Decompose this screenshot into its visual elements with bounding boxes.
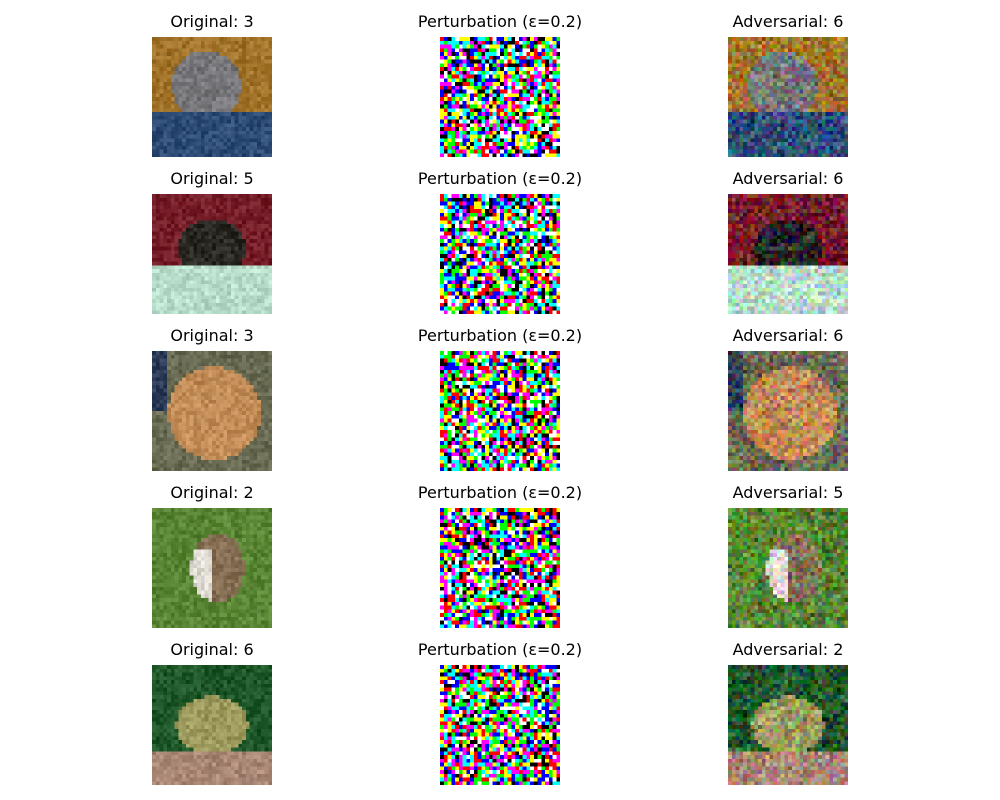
original-title: Original: 3 (170, 326, 254, 345)
original-title: Original: 2 (170, 483, 254, 502)
adversarial-panel: Adversarial: 6 (728, 169, 848, 314)
adversarial-image (728, 665, 848, 785)
perturbation-panel: Perturbation (ε=0.2) (418, 326, 582, 471)
perturbation-panel: Perturbation (ε=0.2) (418, 483, 582, 628)
perturbation-image (440, 508, 560, 628)
adversarial-title: Adversarial: 6 (732, 12, 844, 31)
adversarial-image (728, 508, 848, 628)
perturbation-image (440, 665, 560, 785)
perturbation-title: Perturbation (ε=0.2) (417, 483, 583, 502)
original-image (152, 194, 272, 314)
perturbation-image (440, 194, 560, 314)
adversarial-image (728, 37, 848, 157)
adversarial-panel: Adversarial: 6 (728, 12, 848, 157)
original-panel: Original: 2 (152, 483, 272, 628)
perturbation-title: Perturbation (ε=0.2) (417, 169, 583, 188)
adversarial-title: Adversarial: 6 (732, 169, 844, 188)
perturbation-image (440, 37, 560, 157)
adversarial-title: Adversarial: 2 (732, 640, 844, 659)
perturbation-title: Perturbation (ε=0.2) (417, 326, 583, 345)
original-panel: Original: 6 (152, 640, 272, 785)
original-title: Original: 3 (170, 12, 254, 31)
perturbation-image (440, 351, 560, 471)
adversarial-image (728, 194, 848, 314)
original-image (152, 665, 272, 785)
adversarial-panel: Adversarial: 6 (728, 326, 848, 471)
original-title: Original: 5 (170, 169, 254, 188)
original-image (152, 508, 272, 628)
adversarial-title: Adversarial: 6 (732, 326, 844, 345)
original-panel: Original: 3 (152, 12, 272, 157)
perturbation-title: Perturbation (ε=0.2) (417, 640, 583, 659)
perturbation-panel: Perturbation (ε=0.2) (418, 12, 582, 157)
perturbation-panel: Perturbation (ε=0.2) (418, 640, 582, 785)
perturbation-title: Perturbation (ε=0.2) (417, 12, 583, 31)
original-panel: Original: 5 (152, 169, 272, 314)
adversarial-panel: Adversarial: 2 (728, 640, 848, 785)
adversarial-title: Adversarial: 5 (732, 483, 844, 502)
original-panel: Original: 3 (152, 326, 272, 471)
adversarial-image (728, 351, 848, 471)
original-image (152, 351, 272, 471)
perturbation-panel: Perturbation (ε=0.2) (418, 169, 582, 314)
adversarial-panel: Adversarial: 5 (728, 483, 848, 628)
original-title: Original: 6 (170, 640, 254, 659)
original-image (152, 37, 272, 157)
